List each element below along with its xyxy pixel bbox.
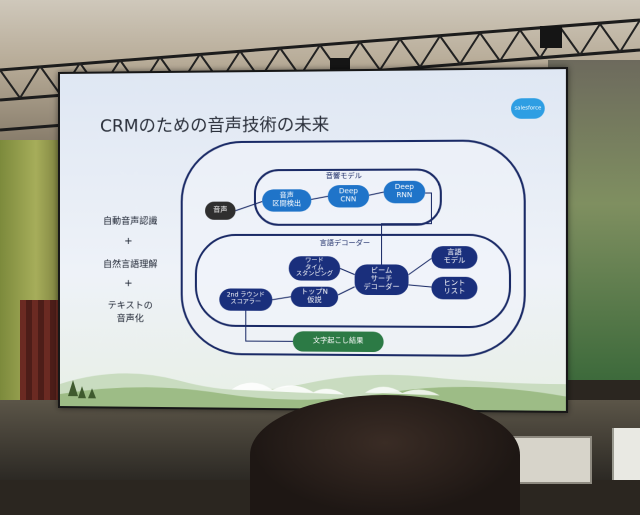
- audience-head: [250, 395, 520, 515]
- decorative-hills: [59, 372, 566, 411]
- projection-screen: CRMのための音声技術の未来 salesforce 自動音声認識 + 自然言語理…: [58, 67, 569, 413]
- booth-sign: [612, 428, 640, 480]
